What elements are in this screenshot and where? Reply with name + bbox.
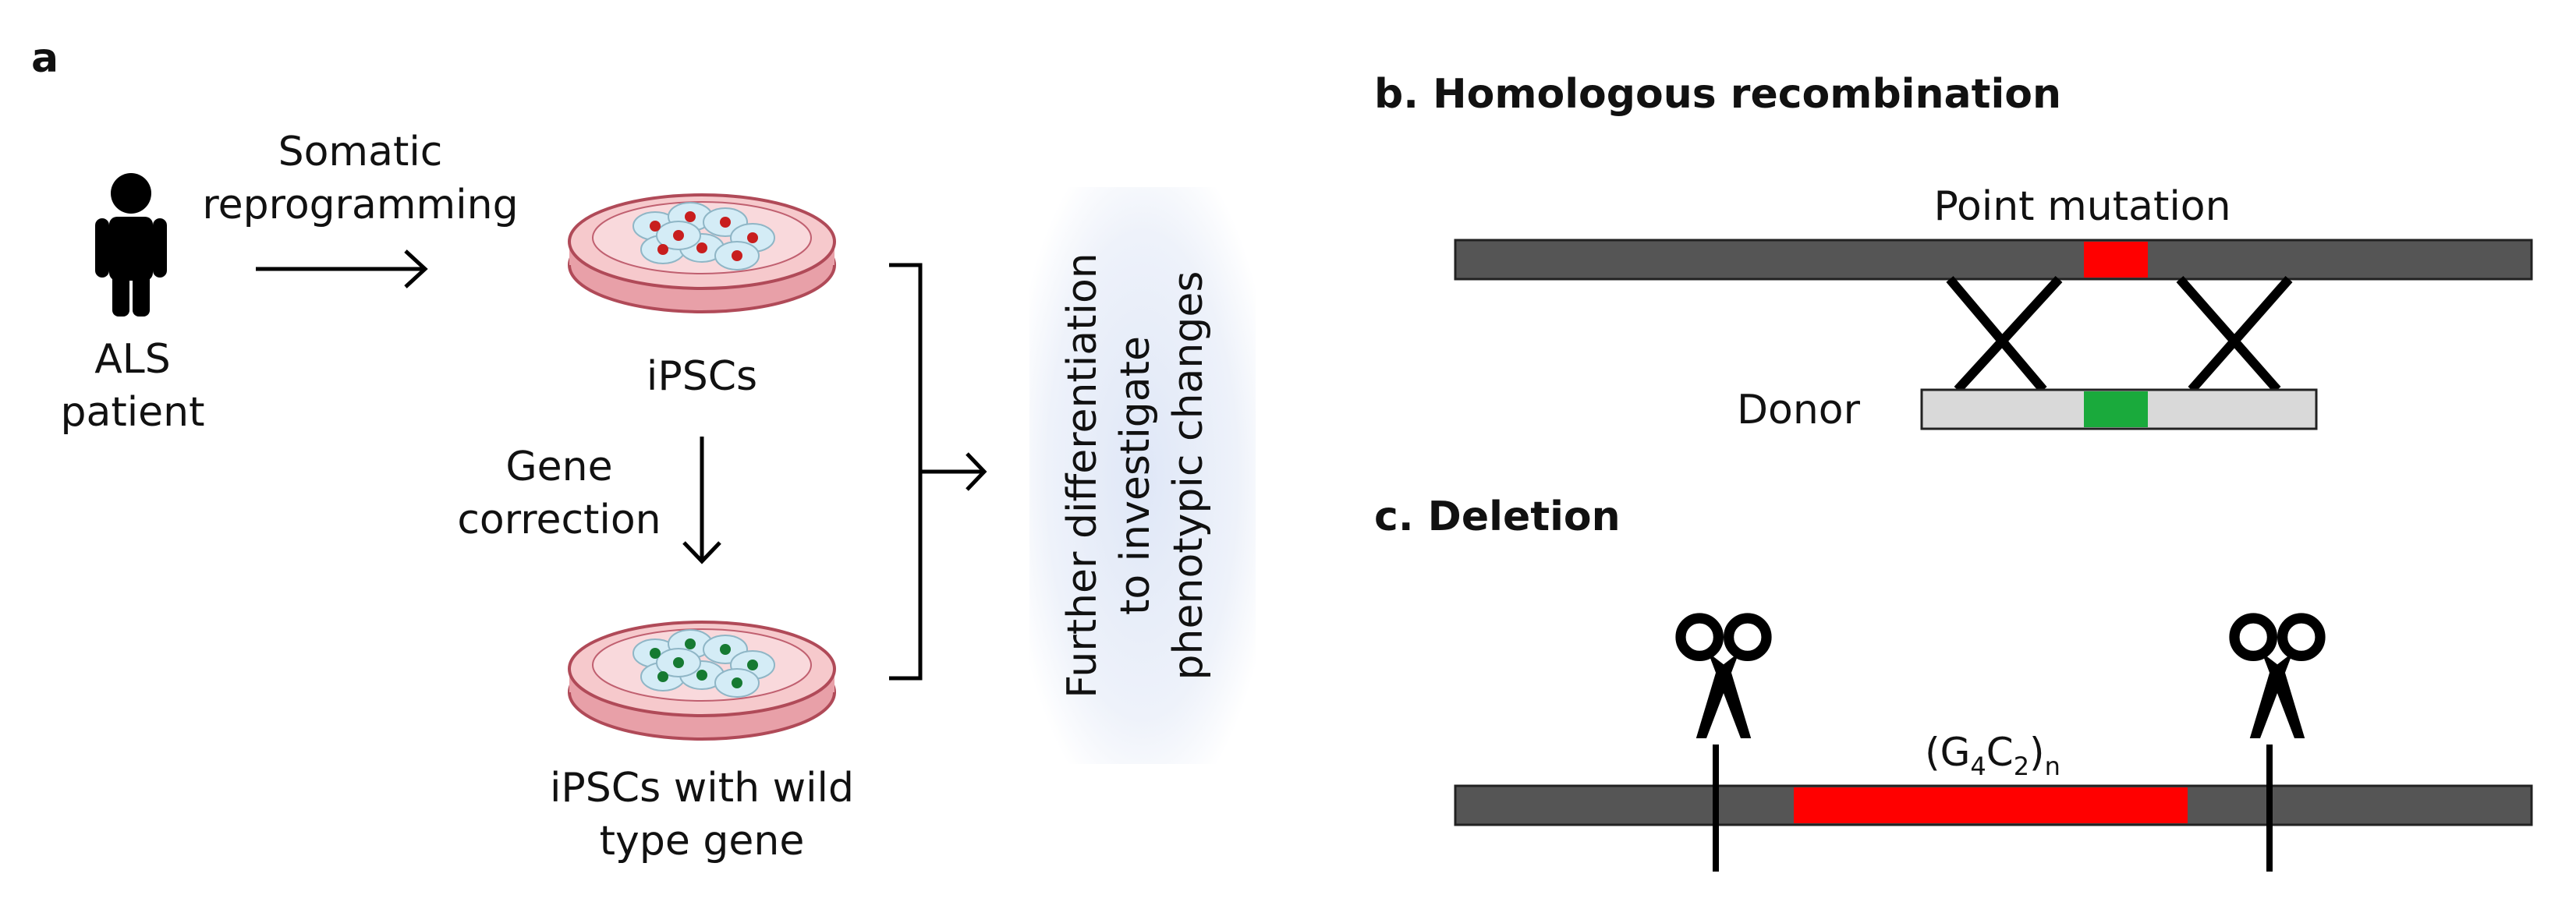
ipsc-colony <box>632 202 775 271</box>
corrected-ipsc-dish <box>568 621 836 741</box>
reprogramming-label-line1: Somatic <box>278 129 443 175</box>
correction-arrow <box>682 437 721 564</box>
panel-c-title: c. Deletion <box>1374 493 1621 540</box>
outcome-label-line1: Further differentiation <box>1059 253 1106 698</box>
scissors-icon-left <box>1681 618 1766 738</box>
outcome-label-line3: phenotypic changes <box>1165 271 1212 681</box>
reprogramming-label-line2: reprogramming <box>202 182 518 228</box>
donor-correction-segment <box>2084 391 2148 427</box>
cut-sites <box>1713 745 2273 872</box>
mutant-nuclei <box>650 211 758 261</box>
corrected-ipsc-label-line1: iPSCs with wild <box>550 765 854 812</box>
patient-label-line2: patient <box>60 389 204 436</box>
corrected-ipsc-label-line2: type gene <box>600 818 805 865</box>
combine-bracket <box>889 263 987 681</box>
point-mutation-label: Point mutation <box>1933 183 2231 230</box>
point-mutation-segment <box>2084 242 2148 278</box>
donor-label: Donor <box>1737 387 1861 433</box>
patient-icon <box>95 173 167 317</box>
ipsc-dish <box>568 193 836 313</box>
correction-label-line2: correction <box>457 497 661 543</box>
repeat-label: (G4C2)n <box>1925 730 2060 781</box>
corrected-nuclei <box>650 638 758 688</box>
ipsc-label: iPSCs <box>647 353 757 400</box>
outcome-label: Further differentiation to investigate p… <box>1059 253 1212 698</box>
outcome-box <box>1029 187 1256 764</box>
scissors-icon-right <box>2234 618 2320 738</box>
repeat-expansion-segment <box>1794 787 2188 823</box>
panel-b-title: b. Homologous recombination <box>1374 71 2061 118</box>
crossover-lines <box>1946 275 2293 394</box>
correction-label-line1: Gene <box>505 444 612 490</box>
patient-label-line1: ALS <box>94 336 171 383</box>
panel-a-letter: a <box>31 35 58 82</box>
reprogramming-arrow <box>256 249 428 288</box>
outcome-label-line2: to investigate <box>1112 336 1159 615</box>
genome-strand-b <box>1454 239 2533 281</box>
